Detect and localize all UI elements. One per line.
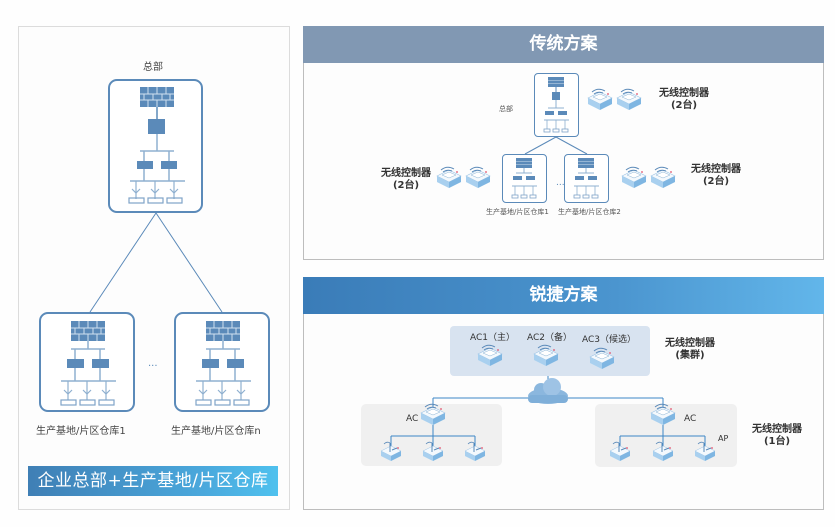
traditional-scheme-panel	[303, 26, 824, 260]
ellipsis: ...	[148, 358, 158, 369]
hq-topology-icon	[543, 77, 569, 133]
cluster-ac3-label: AC3（候选）	[582, 335, 637, 345]
firewall-icon	[206, 321, 240, 341]
firewall-icon	[140, 87, 174, 107]
controller-name: 无线控制器	[381, 168, 431, 179]
controller-name: 无线控制器	[665, 338, 715, 349]
left-ac-label: AC	[406, 414, 419, 424]
controller-name: 无线控制器	[752, 424, 802, 435]
site-n-network-box	[174, 312, 270, 412]
core-switch-icon	[148, 119, 165, 134]
site-1-network-box	[39, 312, 135, 412]
cluster-ac2-label: AC2（备）	[527, 333, 573, 343]
cloud-icon	[528, 378, 568, 404]
hq-topology-icon	[128, 87, 185, 204]
ac-device-icon	[589, 347, 615, 370]
site-topology-icon	[573, 158, 599, 199]
ac-device-icon	[420, 403, 446, 426]
trad-controller-site2: 无线控制器 (2台)	[684, 164, 748, 188]
hq-to-sites-links	[89, 212, 223, 313]
ac-device-icon	[533, 344, 559, 367]
controller-count: (2台)	[670, 100, 698, 111]
trad-hq-box	[534, 73, 579, 137]
ruijie-scheme-title: 锐捷方案	[303, 277, 824, 314]
firewall-icon	[548, 77, 564, 87]
firewall-icon	[578, 158, 594, 168]
site-n-label: 生产基地/片区仓库n	[171, 426, 261, 437]
trad-site-2-label: 生产基地/片区仓库2	[558, 208, 621, 216]
trad-ellipsis: ...	[556, 178, 565, 188]
site-topology-icon	[60, 321, 116, 406]
trad-site-2-box	[564, 154, 609, 203]
controller-count: (2台)	[702, 176, 730, 187]
controller-name: 无线控制器	[691, 164, 741, 175]
ac-device-icon	[650, 403, 676, 426]
controller-count: (1台)	[763, 436, 791, 447]
trad-hq-label: 总部	[499, 105, 513, 113]
traditional-scheme-title: 传统方案	[303, 26, 824, 63]
right-ac-label: AC	[684, 414, 697, 424]
controller-count: (2台)	[392, 180, 420, 191]
hq-network-box	[108, 79, 203, 213]
trad-controller-site1: 无线控制器 (2台)	[374, 168, 438, 192]
controller-name: 无线控制器	[659, 88, 709, 99]
site-topology-icon	[195, 321, 251, 406]
ruijie-right-controller-label: 无线控制器 (1台)	[745, 424, 809, 448]
firewall-icon	[71, 321, 105, 341]
ap-label: AP	[718, 434, 729, 443]
scenario-banner: 企业总部+生产基地/片区仓库	[28, 466, 278, 496]
trad-site-1-label: 生产基地/片区仓库1	[486, 208, 549, 216]
hq-label: 总部	[143, 62, 163, 73]
site-1-label: 生产基地/片区仓库1	[36, 426, 126, 437]
trad-site-1-box	[502, 154, 547, 203]
cluster-ac1-label: AC1（主）	[470, 333, 516, 343]
ac-device-icon	[477, 344, 503, 367]
firewall-icon	[516, 158, 532, 168]
controller-count: (集群)	[675, 350, 705, 361]
ruijie-cluster-controller-label: 无线控制器 (集群)	[658, 338, 722, 362]
trad-controller-hq: 无线控制器 (2台)	[652, 88, 716, 112]
site-topology-icon	[511, 158, 537, 199]
